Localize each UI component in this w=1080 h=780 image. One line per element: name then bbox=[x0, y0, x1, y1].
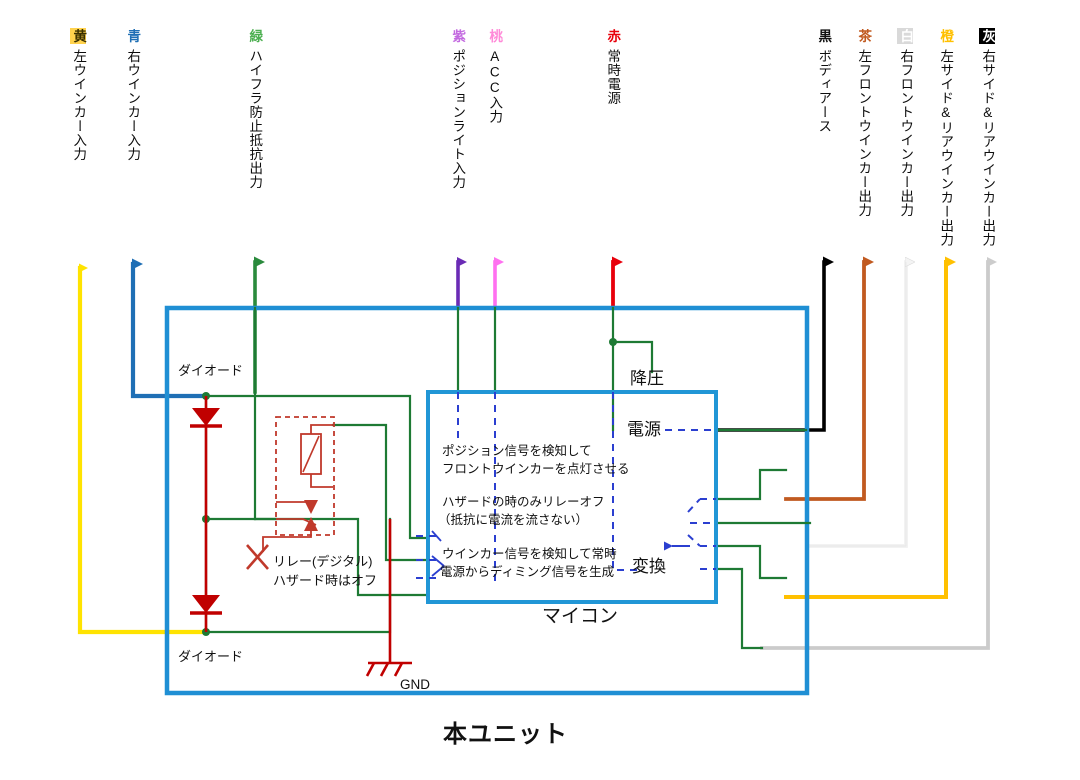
terminal-name-purple: ポジションライト入力 bbox=[450, 49, 466, 189]
terminal-label-blue: 青右ウインカー入力 bbox=[124, 28, 140, 161]
mcu-note1-line1: ポジション信号を検知して bbox=[442, 444, 592, 458]
wire-orange bbox=[784, 256, 956, 599]
terminal-name-yellow: 左ウインカー入力 bbox=[71, 49, 87, 161]
color-chip-gray: 灰 bbox=[979, 28, 996, 44]
color-chip-black: 黒 bbox=[816, 29, 832, 43]
color-chip-white: 白 bbox=[897, 28, 914, 44]
terminal-label-green: 緑ハイフラ防止抵抗出力 bbox=[246, 28, 262, 189]
terminal-label-black: 黒ボディアース bbox=[815, 28, 831, 133]
color-chip-red: 赤 bbox=[605, 29, 621, 43]
mcu-note1-line2: フロントウインカーを点灯させる bbox=[442, 462, 630, 476]
label-relay-line1: リレー(デジタル) bbox=[273, 554, 373, 569]
terminal-name-blue: 右ウインカー入力 bbox=[125, 49, 141, 161]
terminal-label-yellow: 黄左ウインカー入力 bbox=[70, 28, 87, 161]
mcu-note2-line1: ハザードの時のみリレーオフ bbox=[442, 495, 605, 509]
mcu-box bbox=[426, 390, 718, 604]
terminal-label-purple: 紫ポジションライト入力 bbox=[449, 28, 465, 189]
terminal-name-orange: 左サイド&リアウインカー出力 bbox=[938, 49, 954, 247]
mcu-note-pointers bbox=[431, 530, 445, 577]
terminal-name-red: 常時電源 bbox=[605, 49, 621, 105]
label-relay-line2: ハザード時はオフ bbox=[273, 573, 378, 588]
main-unit-box bbox=[164, 305, 810, 696]
wire-white bbox=[808, 262, 906, 548]
diode-bottom bbox=[190, 570, 222, 632]
mcu-note2-line2: （抵抗に電流を流さない） bbox=[438, 513, 589, 527]
terminal-label-gray: 灰右サイド&リアウインカー出力 bbox=[979, 28, 996, 247]
diode-top bbox=[190, 396, 222, 455]
mcu-internal-dashed bbox=[416, 392, 716, 585]
terminal-label-brown: 茶左フロントウインカー出力 bbox=[855, 28, 871, 217]
terminal-label-white: 白右フロントウインカー出力 bbox=[897, 28, 914, 217]
color-chip-yellow: 黄 bbox=[70, 28, 87, 44]
label-diode-bottom: ダイオード bbox=[178, 649, 244, 664]
relay-symbol bbox=[246, 416, 335, 570]
terminal-name-brown: 左フロントウインカー出力 bbox=[856, 49, 872, 217]
wire-gray bbox=[760, 257, 997, 650]
internal-green-wiring bbox=[204, 306, 812, 650]
color-chip-green: 緑 bbox=[247, 29, 263, 43]
label-power: 電源 bbox=[627, 420, 661, 439]
label-diode-top: ダイオード bbox=[178, 363, 244, 378]
terminal-name-black: ボディアース bbox=[816, 49, 832, 133]
terminal-name-pink: ACC入力 bbox=[487, 49, 503, 124]
label-convert: 変換 bbox=[632, 557, 666, 576]
color-chip-orange: 橙 bbox=[938, 29, 954, 43]
color-chip-blue: 青 bbox=[125, 29, 141, 43]
label-mcu: マイコン bbox=[542, 606, 619, 627]
mcu-note3-line1: ウインカー信号を検知して常時 bbox=[442, 547, 617, 561]
terminal-label-red: 赤常時電源 bbox=[604, 28, 620, 105]
terminal-name-gray: 右サイド&リアウインカー出力 bbox=[980, 49, 996, 247]
wire-brown bbox=[784, 256, 874, 501]
color-chip-brown: 茶 bbox=[856, 29, 872, 43]
terminal-label-pink: 桃 ACC入力 bbox=[486, 28, 502, 124]
gnd-symbol bbox=[365, 519, 412, 677]
color-chip-pink: 桃 bbox=[487, 29, 503, 43]
color-chip-purple: 紫 bbox=[450, 29, 466, 43]
terminal-label-orange: 橙左サイド&リアウインカー出力 bbox=[937, 28, 953, 247]
convert-arrows bbox=[687, 498, 716, 570]
terminal-name-white: 右フロントウインカー出力 bbox=[898, 49, 914, 217]
terminal-name-green: ハイフラ防止抵抗出力 bbox=[247, 49, 263, 189]
mcu-note3-line2: 電源からディミング信号を生成 bbox=[440, 565, 615, 579]
label-gnd: GND bbox=[400, 677, 430, 692]
label-main-unit: 本ユニット bbox=[443, 721, 568, 748]
wire-yellow bbox=[77, 263, 209, 635]
wire-blue bbox=[130, 258, 209, 399]
label-step-down: 降圧 bbox=[630, 369, 664, 388]
